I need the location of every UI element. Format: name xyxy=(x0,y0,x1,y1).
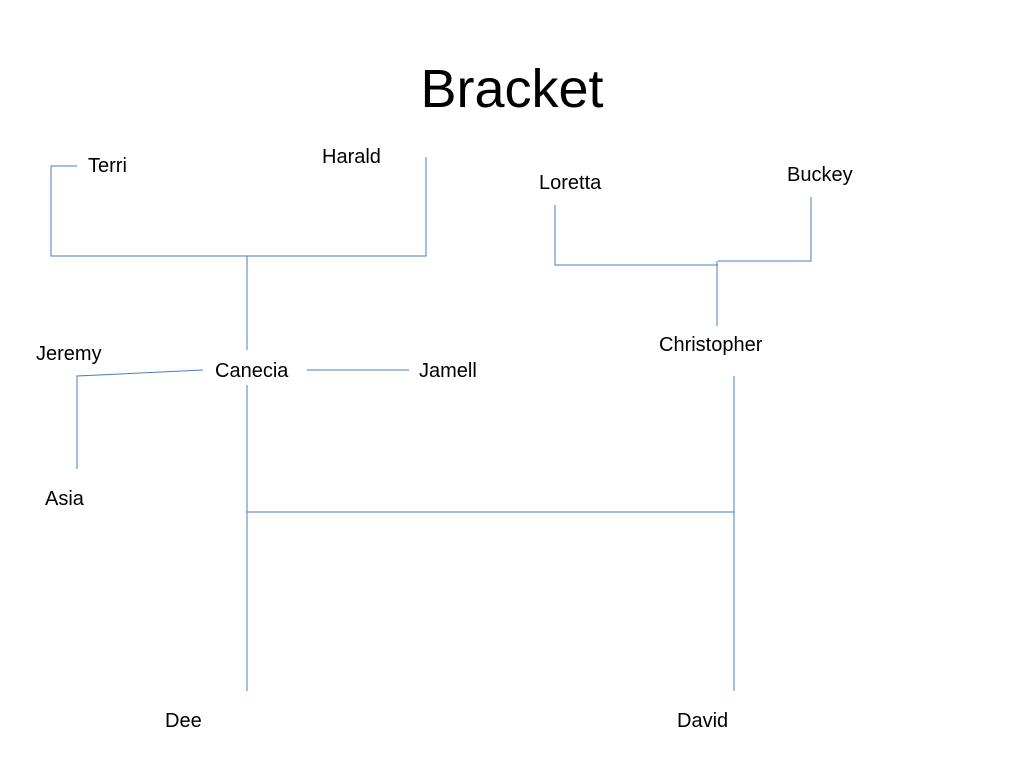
harald-bracket-line xyxy=(196,157,427,257)
participant-asia: Asia xyxy=(45,488,84,510)
terri-bracket-line xyxy=(50,165,205,257)
participant-jeremy: Jeremy xyxy=(36,343,102,365)
participant-dee: Dee xyxy=(165,710,202,732)
participant-loretta: Loretta xyxy=(539,172,602,194)
jeremy-asia-bracket-line xyxy=(76,369,204,469)
buckey-bracket-line xyxy=(718,197,812,262)
participant-canecia: Canecia xyxy=(215,360,289,382)
participant-christopher: Christopher xyxy=(659,334,763,356)
loretta-bracket-line xyxy=(554,205,718,266)
participant-buckey: Buckey xyxy=(787,164,853,186)
participant-david: David xyxy=(677,710,729,732)
bracket-line-group xyxy=(50,157,812,691)
participant-harald: Harald xyxy=(322,146,381,168)
participant-terri: Terri xyxy=(88,155,127,177)
participant-jamell: Jamell xyxy=(419,360,477,382)
slide-title: Bracket xyxy=(420,59,604,119)
